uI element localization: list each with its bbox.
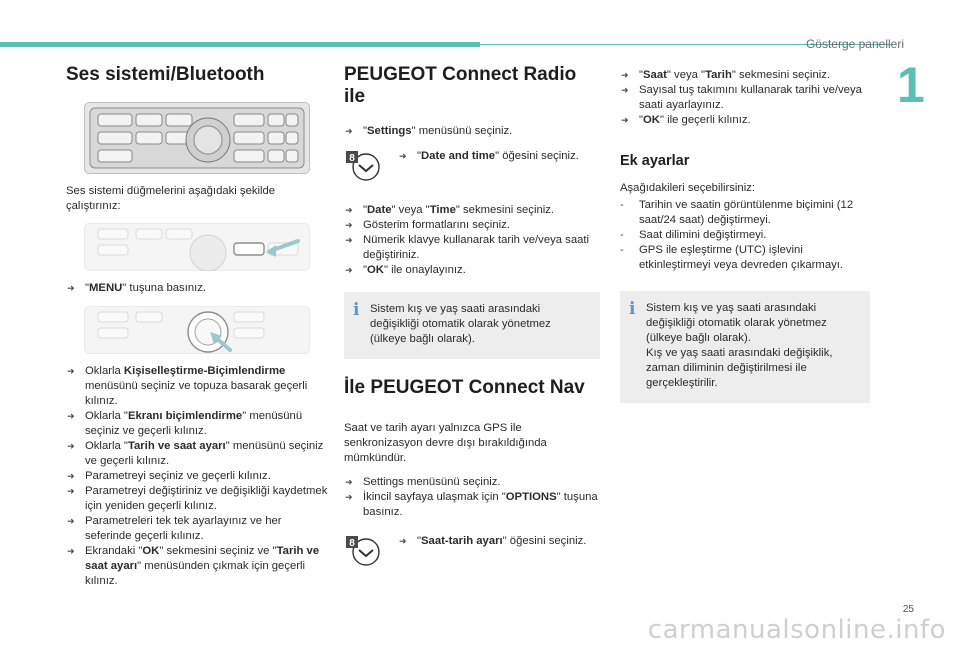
- info-icon: i: [353, 300, 360, 320]
- connect-radio-title: PEUGEOT Connect Radio ile: [344, 64, 577, 107]
- audio-intro: Ses sistemi düğmelerini aşağıdaki şekild…: [66, 185, 276, 212]
- step-validate-ok: "OK" ile geçerli kılınız.: [620, 113, 870, 128]
- navigation-8-icon: 8: [346, 536, 380, 566]
- step-personalization: Oklarla Kişiselleştirme-Biçimlendirme me…: [66, 364, 328, 409]
- step-date-or-time-tab: "Date" veya "Time" sekmesini seçiniz.: [344, 203, 600, 218]
- step-display-config: Oklarla "Ekranı biçimlendirme" menüsünü …: [66, 409, 328, 439]
- step-numeric-keypad: Nümerik klavye kullanarak tarih ve/veya …: [344, 233, 600, 263]
- step-set-each-parameter: Parametreleri tek tek ayarlayınız ve her…: [66, 514, 328, 544]
- step-exit-ok: Ekrandaki "OK" sekmesini seçiniz ve "Tar…: [66, 544, 328, 589]
- page-number: 25: [902, 604, 914, 615]
- radio-panel-knob-image: [84, 306, 310, 354]
- nav-intro: Saat ve tarih ayarı yalnızca GPS ile sen…: [344, 422, 547, 464]
- step-confirm-ok: "OK" ile onaylayınız.: [344, 263, 600, 278]
- nav-badge: 8: [349, 153, 355, 164]
- step-date-time-setting: Oklarla "Tarih ve saat ayarı" menüsünü s…: [66, 439, 328, 469]
- audio-title: Ses sistemi/Bluetooth: [66, 64, 265, 85]
- step-settings-menu: "Settings" menüsünü seçiniz.: [344, 124, 600, 139]
- step-change-parameter: Parametreyi değiştiriniz ve değişikliği …: [66, 484, 328, 514]
- nav-badge: 8: [349, 538, 355, 549]
- option-gps-sync: GPS ile eşleştirme (UTC) işlevini etkinl…: [620, 243, 870, 273]
- step-select-parameter: Parametreyi seçiniz ve geçerli kılınız.: [66, 469, 328, 484]
- extra-settings-title: Ek ayarlar: [620, 153, 690, 169]
- step-options: İkincil sayfaya ulaşmak için "OPTIONS" t…: [344, 490, 600, 520]
- step-date-and-time: "Date and time" öğesini seçiniz.: [398, 149, 579, 164]
- header-accent-bar: [0, 42, 480, 47]
- column-extra-settings: "Saat" veya "Tarih" sekmesini seçiniz. S…: [620, 64, 870, 421]
- info-note-dst: i Sistem kış ve yaş saati arasındaki değ…: [344, 292, 600, 359]
- step-keypad-set: Sayısal tuş takımını kullanarak tarihi v…: [620, 83, 870, 113]
- step-display-formats: Gösterim formatlarını seçiniz.: [344, 218, 600, 233]
- header-rule: [480, 44, 892, 45]
- step-time-date-setting: "Saat-tarih ayarı" öğesini seçiniz.: [398, 534, 586, 549]
- chapter-number: 1: [897, 57, 925, 113]
- step-press-menu: "MENU" tuşuna basınız.: [66, 281, 328, 296]
- info-note-dst-2: i Sistem kış ve yaş saati arasındaki değ…: [620, 291, 870, 403]
- option-format: Tarihin ve saatin görüntülenme biçimini …: [620, 198, 870, 228]
- watermark: carmanualsonline.info: [647, 615, 946, 645]
- radio-panel-menu-image: [84, 223, 310, 271]
- step-hour-or-date-tab: "Saat" veya "Tarih" sekmesini seçiniz.: [620, 68, 870, 83]
- step-settings-menu-nav: Settings menüsünü seçiniz.: [344, 475, 600, 490]
- extra-intro: Aşağıdakileri seçebilirsiniz:: [620, 182, 755, 194]
- navigation-8-icon: 8: [346, 151, 380, 181]
- connect-nav-title: İle PEUGEOT Connect Nav: [344, 377, 585, 398]
- column-audio-bluetooth: Ses sistemi/Bluetooth Ses sistemi düğmel…: [66, 64, 328, 589]
- info-icon: i: [629, 299, 636, 319]
- radio-panel-image: [84, 102, 310, 174]
- option-timezone: Saat dilimini değiştirmeyi.: [620, 228, 870, 243]
- section-title: Gösterge panelleri: [805, 37, 904, 51]
- column-connect-radio: PEUGEOT Connect Radio ile "Settings" men…: [344, 64, 600, 580]
